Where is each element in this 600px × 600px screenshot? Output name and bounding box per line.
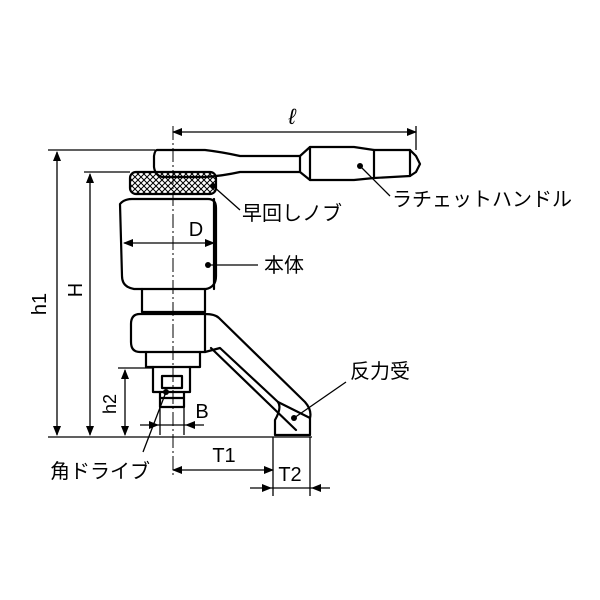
label-ratchet-handle: ラチェットハンドル (357, 163, 572, 211)
dimension-h1-label: h1 (29, 293, 51, 315)
dimension-d-label: D (189, 219, 203, 241)
ratchet-handle-label: ラチェットハンドル (392, 189, 572, 211)
label-reaction-arm: 反力受 (291, 360, 410, 421)
label-quick-knob: 早回しノブ (210, 183, 342, 225)
dimension-l: ℓ (172, 104, 417, 150)
dimension-h-label: H (65, 283, 87, 297)
dimension-h: H (65, 171, 130, 436)
dimension-t1-label: T1 (212, 445, 235, 467)
dimension-h2-label: h2 (100, 394, 120, 414)
square-drive-label: 角ドライブ (50, 459, 150, 483)
label-body: 本体 (205, 254, 304, 277)
reaction-arm-label: 反力受 (350, 360, 410, 383)
dimension-b-label: B (195, 401, 208, 423)
main-body (118, 197, 218, 314)
dimension-t2-label: T2 (278, 464, 301, 486)
dimension-t2: T2 (250, 437, 330, 496)
dimension-h2: h2 (100, 367, 153, 436)
reaction-arm (129, 312, 312, 437)
dimension-t1: T1 (172, 437, 274, 496)
label-square-drive: 角ドライブ (50, 389, 169, 483)
quick-knob (128, 170, 218, 196)
dimension-b: B (140, 401, 209, 435)
quick-knob-label: 早回しノブ (242, 201, 342, 225)
ratchet-handle (152, 145, 422, 182)
dimension-d: D (123, 219, 215, 247)
body-label: 本体 (264, 254, 304, 277)
dimension-h1: h1 (29, 149, 155, 436)
dimension-l-label: ℓ (287, 104, 296, 129)
